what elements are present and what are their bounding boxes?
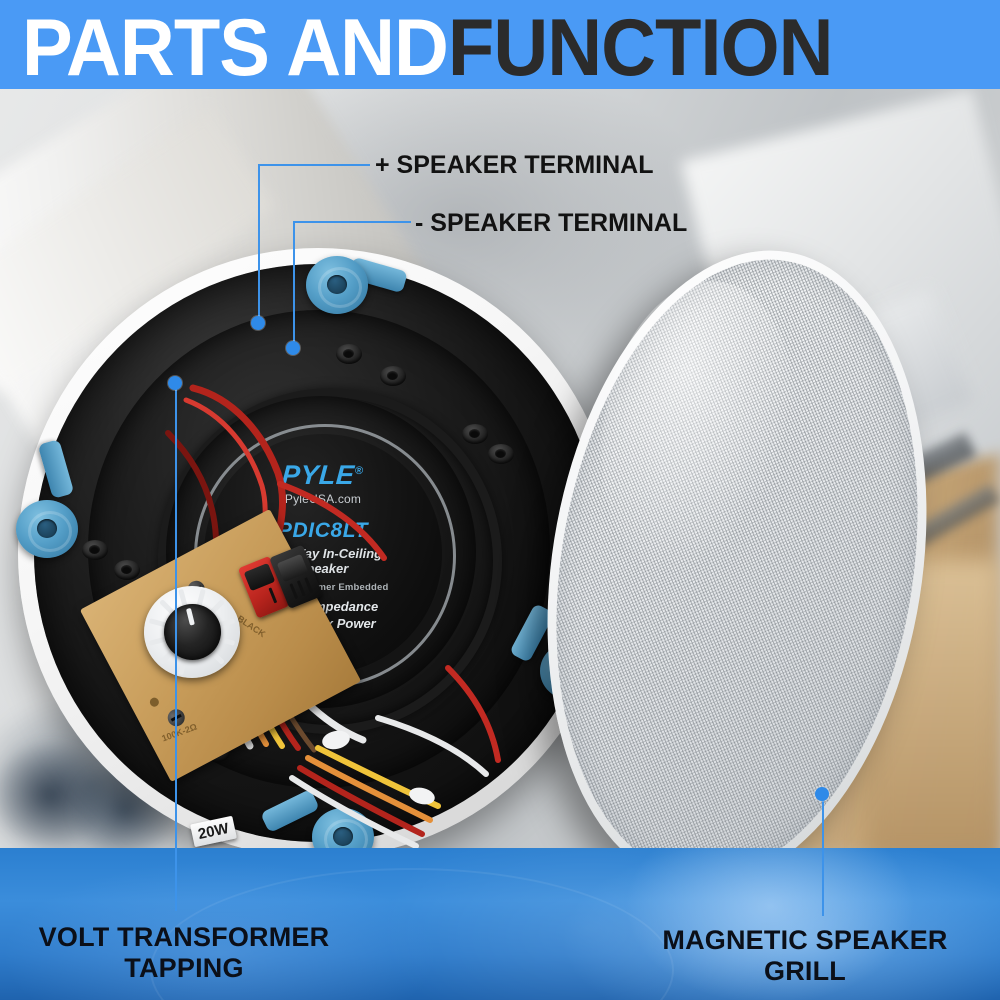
pcb-hole [148,696,161,709]
title-part-two: FUNCTION [447,2,834,94]
mounting-boss [488,444,514,464]
callout-label-negative-terminal: - SPEAKER TERMINAL [415,209,688,237]
marker-dot-grill [815,787,829,801]
in-ceiling-speaker-assembly: PYLE® PyleUSA.com PDIC8LT 8” 2-Way In-Ce… [16,248,618,1000]
leader-line-positive-vertical [258,164,260,324]
bottom-blue-panel [0,848,1000,1000]
volt-transformer-line2: TAPPING [124,953,244,983]
panel-glow-decoration [620,848,920,1000]
pyle-website-text: PyleUSA.com [284,492,362,506]
magnetic-grill-line2: GRILL [764,956,846,986]
header-banner: PARTS ANDFUNCTION [0,0,1000,93]
marker-dot-volt-transformer [168,376,182,390]
leader-line-negative-horizontal [293,221,411,223]
page-title: PARTS ANDFUNCTION [22,2,834,94]
mounting-boss [82,540,108,560]
terminal-slot [304,577,314,594]
terminal-slot [296,580,306,597]
tap-selector-dial[interactable] [164,604,221,660]
mounting-boss [462,424,488,444]
volt-transformer-line1: VOLT TRANSFORMER [38,922,330,952]
terminal-slot [289,583,299,600]
leader-line-positive-horizontal [258,164,370,166]
volt-transformer-tap-selector[interactable] [144,586,240,678]
pyle-brand-logo: PYLE® [281,460,365,490]
tap-selector-pointer [185,607,195,626]
speaker-model-number: PDIC8LT [277,519,369,542]
magnetic-grill-line1: MAGNETIC SPEAKER [662,925,948,955]
leader-line-grill [822,794,824,916]
clamp-hub [306,256,368,314]
marker-dot-positive-terminal [251,316,265,330]
title-part-one: PARTS AND [22,2,449,94]
leader-line-volt-transformer [175,383,177,911]
callout-label-volt-transformer: VOLT TRANSFORMER TAPPING [0,922,368,984]
callout-label-positive-terminal: + SPEAKER TERMINAL [375,151,654,179]
transformer-note: 70V Transformer Embedded [257,582,389,593]
callout-label-magnetic-grill: MAGNETIC SPEAKER GRILL [610,925,1000,987]
clamp-hub [16,500,78,558]
mounting-boss [336,344,362,364]
mounting-boss [380,366,406,386]
marker-dot-negative-terminal [286,341,300,355]
terminal-slot [268,587,278,604]
leader-line-negative-vertical [293,221,295,349]
mounting-boss [114,560,140,580]
